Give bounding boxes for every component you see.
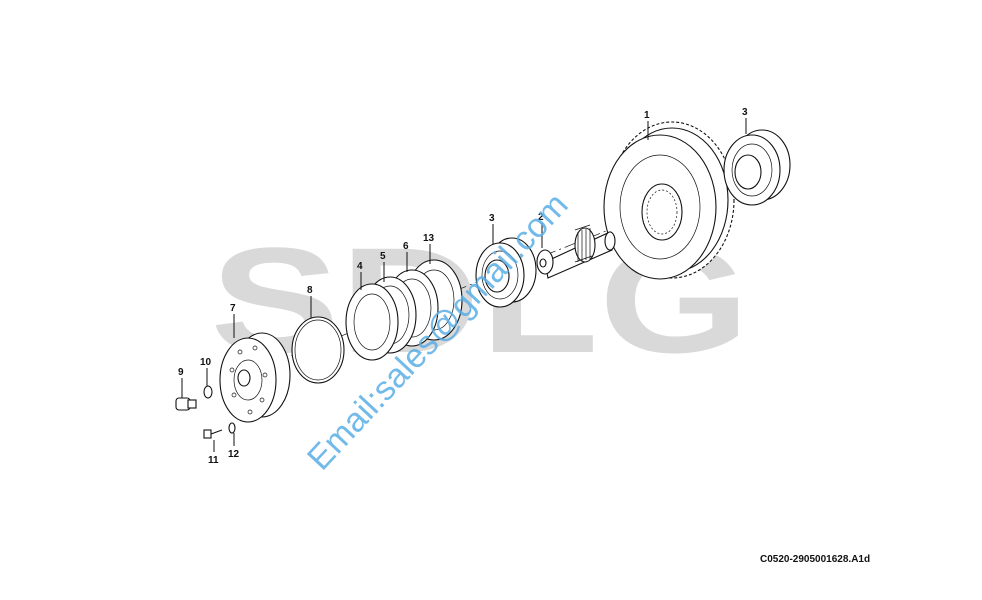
callout-7: 7 <box>230 303 236 314</box>
callout-11: 11 <box>208 455 219 466</box>
bearing-part-3-left <box>475 237 537 308</box>
cover-part-7 <box>219 332 291 423</box>
callout-4: 4 <box>357 261 363 272</box>
o-ring-part-8 <box>291 316 345 384</box>
callout-1: 1 <box>644 110 650 121</box>
callout-3-right: 3 <box>742 107 748 118</box>
shaft-part-2 <box>536 224 616 279</box>
gear-part-1 <box>603 121 735 280</box>
bearing-part-3-right <box>723 129 791 206</box>
callout-12: 12 <box>228 449 240 460</box>
callout-13: 13 <box>423 233 435 244</box>
plug-part-9 <box>175 397 197 411</box>
callout-6: 6 <box>403 241 409 252</box>
washer-part-10 <box>203 385 213 399</box>
callout-8: 8 <box>307 285 313 296</box>
callout-3-left: 3 <box>489 213 495 224</box>
drawing-code: C0520-2905001628.A1d <box>760 554 871 565</box>
callout-5: 5 <box>380 251 386 262</box>
bolt-part-11 <box>203 429 223 439</box>
callout-2: 2 <box>538 212 544 223</box>
callout-9: 9 <box>178 367 184 378</box>
washer-part-12 <box>228 422 236 434</box>
gasket-part-4 <box>345 283 399 361</box>
callout-10: 10 <box>200 357 212 368</box>
